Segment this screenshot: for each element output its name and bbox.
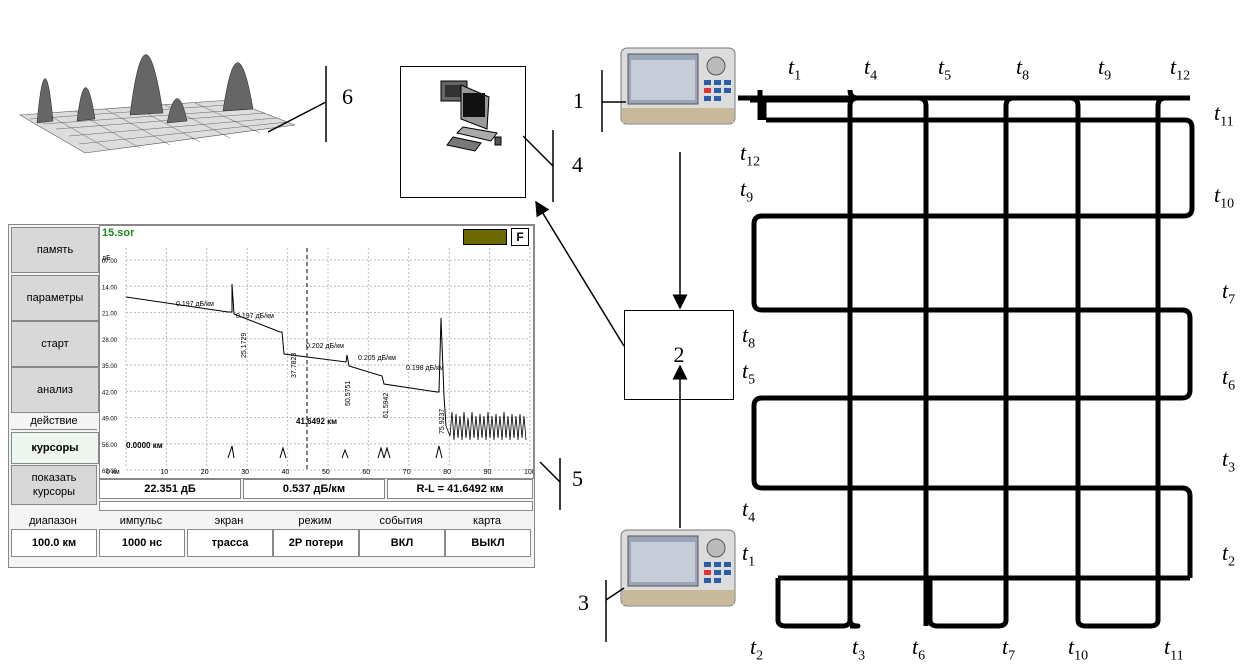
side-button-cursors[interactable]: курсоры <box>11 432 99 464</box>
x-tick-label: 50 <box>322 469 330 476</box>
signal-level-indicator <box>463 229 507 245</box>
x-tick-label: 10 <box>160 469 168 476</box>
x-tick-label: 30 <box>241 469 249 476</box>
tmark-t10-right: t10 <box>1214 182 1234 212</box>
x-tick-label: 40 <box>282 469 290 476</box>
y-tick-label: 28.00 <box>102 338 118 344</box>
tmark-t2-right: t2 <box>1222 540 1235 570</box>
tab-map: карта <box>445 515 529 527</box>
tmark-t7-bot: t7 <box>1002 634 1015 664</box>
tmark-t12-top: t12 <box>1170 54 1190 84</box>
side-button-memory[interactable]: память <box>11 227 99 273</box>
label-6: 6 <box>342 84 353 110</box>
tmark-t2-bot: t2 <box>750 634 763 664</box>
measure-rl: R-L = 41.6492 км <box>387 479 533 499</box>
range-value[interactable]: 100.0 км <box>11 529 97 557</box>
tab-events: события <box>359 515 443 527</box>
f-badge[interactable]: F <box>511 228 529 246</box>
reflectometer-1 <box>620 46 738 126</box>
origin-label: 0.0000 км <box>126 441 163 450</box>
tmark-t6-bot: t6 <box>912 634 925 664</box>
tmark-t5-top: t5 <box>938 54 951 84</box>
tmark-t4-left: t4 <box>742 496 755 526</box>
computer-box <box>400 66 526 198</box>
label-3-line <box>600 580 630 642</box>
slope-label-4: 0.205 дБ/км <box>358 355 396 362</box>
side-button-show-cursors[interactable]: показать курсоры <box>11 465 97 505</box>
event-label-2: 37.7823 <box>291 353 298 378</box>
y-tick-label: 14.00 <box>102 285 118 291</box>
screen-value[interactable]: трасса <box>187 529 273 557</box>
pulse-value[interactable]: 1000 нс <box>99 529 185 557</box>
tmark-t1-left: t1 <box>742 540 755 570</box>
x-tick-label: 70 <box>403 469 411 476</box>
tmark-t6-right: t6 <box>1222 364 1235 394</box>
tmark-t11-bot: t11 <box>1164 634 1184 664</box>
reflectometer-3 <box>620 528 738 608</box>
event-label-1: 25.1729 <box>241 333 248 358</box>
otdr-screen: память параметры старт анализ действие к… <box>8 224 535 568</box>
event-label-3: 50.5751 <box>345 381 352 406</box>
tmark-t9-left: t9 <box>740 176 753 206</box>
label-3: 3 <box>578 590 589 616</box>
y-tick-label: 56.00 <box>102 443 118 449</box>
tab-screen: экран <box>187 515 271 527</box>
status-strip <box>99 501 533 511</box>
noise-floor <box>446 412 526 440</box>
x-tick-label: 80 <box>443 469 451 476</box>
mode-value[interactable]: 2Р потери <box>273 529 359 557</box>
tab-mode: режим <box>273 515 357 527</box>
slope-label-2: 0.197 дБ/км <box>236 313 274 320</box>
x-tick-label: 100 <box>524 469 533 476</box>
y-tick-label: 35.00 <box>102 364 118 370</box>
cursor-distance-label: 41.6492 км <box>296 417 337 426</box>
events-value[interactable]: ВКЛ <box>359 529 445 557</box>
label-5: 5 <box>572 466 583 492</box>
label-1: 1 <box>573 88 584 114</box>
side-button-analysis[interactable]: анализ <box>11 367 99 413</box>
y-unit-label: дБ <box>102 255 111 262</box>
fiber-route <box>730 90 1200 630</box>
label-6-line <box>268 66 330 142</box>
tab-pulse: импульс <box>99 515 183 527</box>
tmark-t10-bot: t10 <box>1068 634 1088 664</box>
slope-label-3: 0.202 дБ/км <box>306 343 344 350</box>
y-tick-label: 49.00 <box>102 417 118 423</box>
measure-slope: 0.537 дБ/км <box>243 479 385 499</box>
tmark-t8-left: t8 <box>742 322 755 352</box>
tmark-t7-right: t7 <box>1222 278 1235 308</box>
tmark-t3-right: t3 <box>1222 446 1235 476</box>
tab-range: диапазон <box>11 515 95 527</box>
x-tick-label: 60 <box>362 469 370 476</box>
trace-line <box>126 284 446 426</box>
x-tick-label: 0 км <box>106 469 120 476</box>
tmark-t9-top: t9 <box>1098 54 1111 84</box>
label-5-line <box>536 458 576 518</box>
slope-label-1: 0.197 дБ/км <box>176 301 214 308</box>
tmark-t5-left: t5 <box>742 358 755 388</box>
tmark-t4-top: t4 <box>864 54 877 84</box>
y-tick-label: 21.00 <box>102 312 118 318</box>
computer-icon <box>401 67 525 197</box>
tmark-t12-left: t12 <box>740 140 760 170</box>
tmark-t8-top: t8 <box>1016 54 1029 84</box>
slope-label-5: 0.198 дБ/км <box>406 365 444 372</box>
measure-db: 22.351 дБ <box>99 479 241 499</box>
tmark-t11-right: t11 <box>1214 100 1234 130</box>
y-tick-label: 42.00 <box>102 390 118 396</box>
event-markers <box>228 446 442 458</box>
map-value[interactable]: ВЫКЛ <box>445 529 531 557</box>
surface-3d-plot <box>15 5 310 165</box>
side-button-start[interactable]: старт <box>11 321 99 367</box>
tmark-t3-bot: t3 <box>852 634 865 664</box>
side-button-parameters[interactable]: параметры <box>11 275 99 321</box>
x-tick-label: 90 <box>484 469 492 476</box>
action-group-label: действие <box>11 415 97 430</box>
event-label-4: 61.5942 <box>383 393 390 418</box>
event-label-5: 75.9237 <box>439 409 446 434</box>
file-name: 15.sor <box>102 227 134 239</box>
tmark-t1-top: t1 <box>788 54 801 84</box>
x-tick-label: 20 <box>201 469 209 476</box>
